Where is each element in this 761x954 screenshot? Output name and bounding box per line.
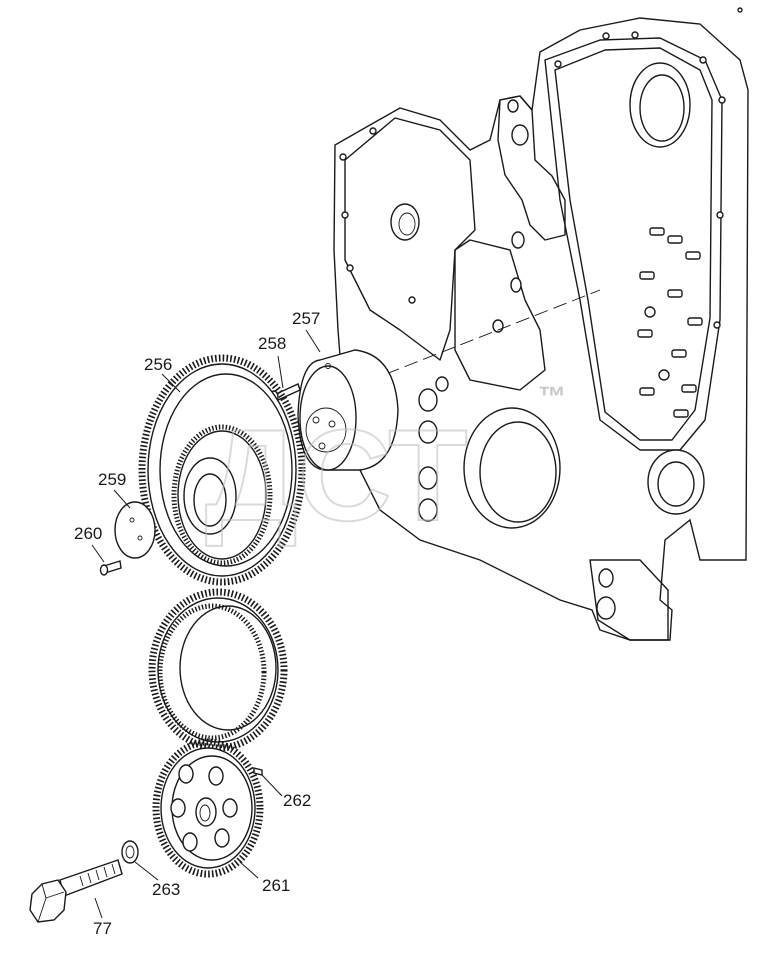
callout-labels: 256 257 258 259 260 261 262 263 77 <box>74 309 320 938</box>
gear-housing <box>329 7 749 641</box>
callout-260: 260 <box>74 524 102 543</box>
callout-259: 259 <box>98 470 126 489</box>
callout-262: 262 <box>283 791 311 810</box>
hub-part-257 <box>297 349 399 471</box>
callout-257: 257 <box>292 309 320 328</box>
watermark-trademark: ™ <box>538 381 566 412</box>
large-gear-part-256 <box>138 354 306 586</box>
callout-258: 258 <box>258 334 286 353</box>
hex-bolt-part-77 <box>29 859 123 923</box>
callout-263: 263 <box>152 880 180 899</box>
callout-256: 256 <box>144 355 172 374</box>
pin-part-262 <box>253 767 263 776</box>
housing-studs <box>637 227 703 418</box>
callout-261: 261 <box>262 876 290 895</box>
ring-gear <box>148 588 288 752</box>
gear-part-261 <box>152 738 264 878</box>
callout-leaders <box>91 329 321 919</box>
plate-part-259 <box>114 501 156 559</box>
screw-part-260 <box>99 560 122 576</box>
watermark: ДСТ ™ <box>204 381 566 549</box>
washer-part-263 <box>121 840 139 864</box>
callout-77: 77 <box>93 919 112 938</box>
watermark-text: ДСТ <box>205 402 468 548</box>
